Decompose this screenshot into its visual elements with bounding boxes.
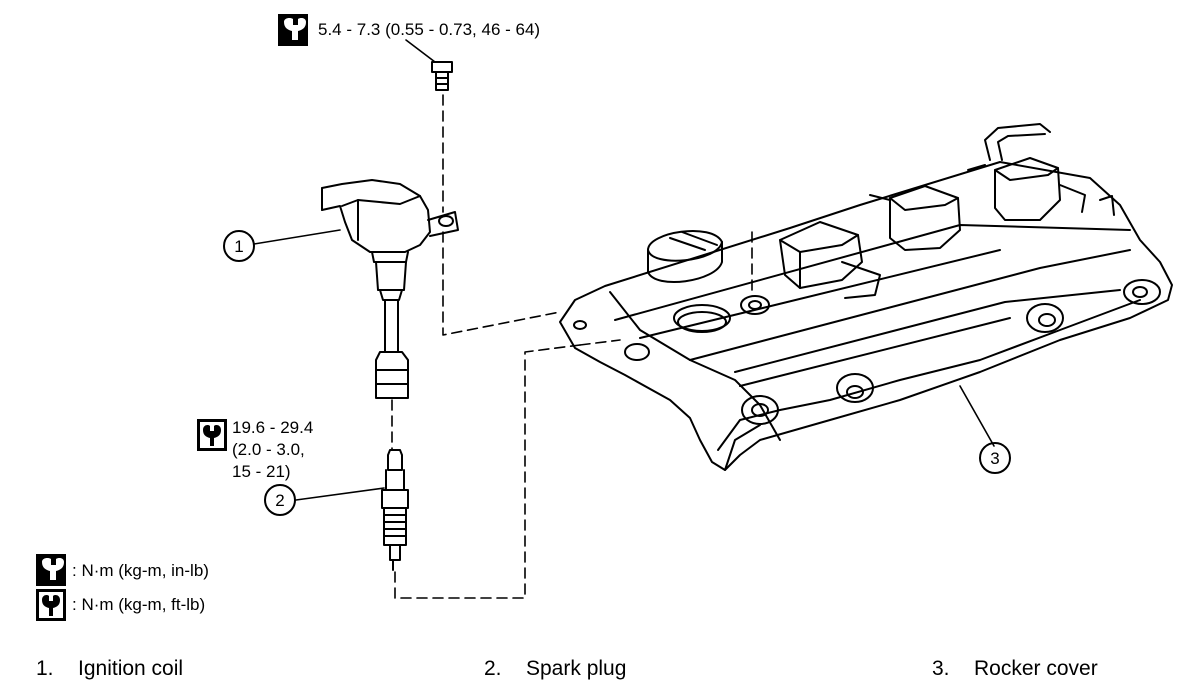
part-number: 1. xyxy=(36,657,54,680)
spark-plug-torque-line-3: 15 - 21) xyxy=(232,462,291,481)
callout-circle-1 xyxy=(223,230,255,262)
part-caption-3: 3. Rocker cover xyxy=(932,657,1098,681)
ignition-coil-drawing xyxy=(321,179,459,399)
callout-label-3: 3 xyxy=(990,449,999,468)
legend-filled-wrench-icon xyxy=(36,554,66,586)
spark-plug-torque-line-2: (2.0 - 3.0, xyxy=(232,440,305,459)
part-caption-2: 2. Spark plug xyxy=(484,657,626,681)
legend-outline-wrench-icon xyxy=(36,589,66,621)
part-name: Spark plug xyxy=(526,657,627,680)
callout-circle-3 xyxy=(979,442,1011,474)
assembly-guide-lines xyxy=(391,94,753,599)
filled-wrench-icon xyxy=(278,14,308,46)
legend-ftlb-text: : N·m (kg-m, ft-lb) xyxy=(72,595,206,614)
outline-wrench-icon xyxy=(197,419,227,451)
callout-label-1: 1 xyxy=(234,237,243,256)
callout-circle-2 xyxy=(264,484,296,516)
spark-plug-torque-line-1: 19.6 - 29.4 xyxy=(232,418,314,437)
part-number: 2. xyxy=(484,657,502,680)
rocker-cover-drawing xyxy=(559,123,1173,471)
callout-label-2: 2 xyxy=(275,491,284,510)
part-caption-1: 1. Ignition coil xyxy=(36,657,183,681)
spark-plug-drawing xyxy=(381,449,409,571)
bolt-torque-spec: 5.4 - 7.3 (0.55 - 0.73, 46 - 64) xyxy=(318,20,541,39)
leader-lines xyxy=(253,39,995,501)
legend-inlb-text: : N·m (kg-m, in-lb) xyxy=(72,561,209,580)
part-name: Rocker cover xyxy=(974,657,1098,680)
part-name: Ignition coil xyxy=(78,657,184,680)
part-number: 3. xyxy=(932,657,950,680)
bolt-drawing xyxy=(431,61,453,91)
